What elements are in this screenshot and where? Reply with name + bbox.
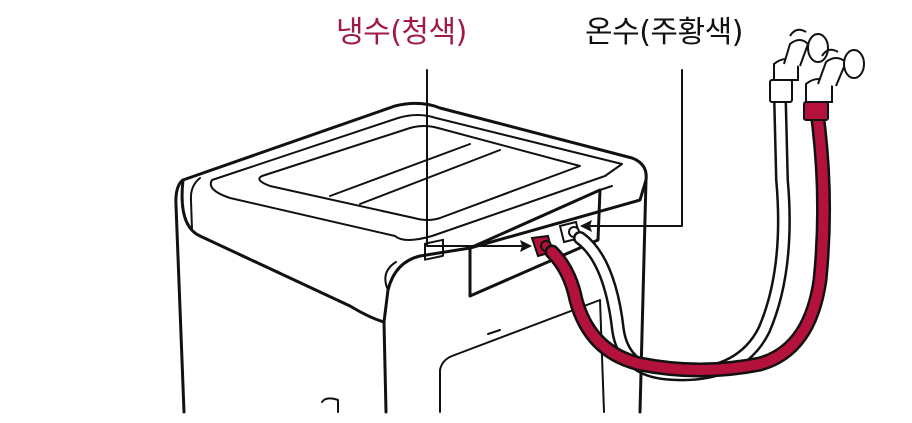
washer-front-door-edge — [439, 299, 605, 413]
washer-lid-inner-lip — [209, 114, 623, 241]
washer-corner-curve — [384, 261, 397, 291]
cold-leader-arrowhead — [520, 240, 532, 252]
washer-lid-opening — [258, 125, 581, 221]
washing-machine — [174, 101, 648, 414]
faucets — [769, 28, 865, 121]
cold-water-hose — [547, 99, 829, 375]
lid-reflection-line — [359, 149, 501, 205]
washer-right-edge — [638, 178, 648, 414]
hoses — [544, 93, 832, 382]
hot-faucet — [769, 28, 829, 103]
washer-front-slot — [424, 238, 444, 261]
washer-side-seam — [487, 329, 501, 335]
washer-front-handle — [321, 397, 339, 413]
washer-rear-panel-top — [469, 185, 613, 249]
cold-water-label: 냉수(청색) — [336, 15, 467, 50]
washer-left-bevel — [189, 177, 201, 231]
leader-lines — [426, 69, 683, 252]
cold-faucet — [803, 48, 865, 121]
washer-top-outline — [180, 101, 648, 324]
hot-water-label: 온수(주황색) — [585, 15, 743, 50]
hot-label-leader — [585, 69, 683, 227]
lid-reflection-line — [329, 143, 471, 197]
washer-front-right-edge — [382, 320, 388, 414]
hot-leader-arrowhead — [580, 220, 592, 232]
cold-label-leader — [426, 69, 527, 247]
